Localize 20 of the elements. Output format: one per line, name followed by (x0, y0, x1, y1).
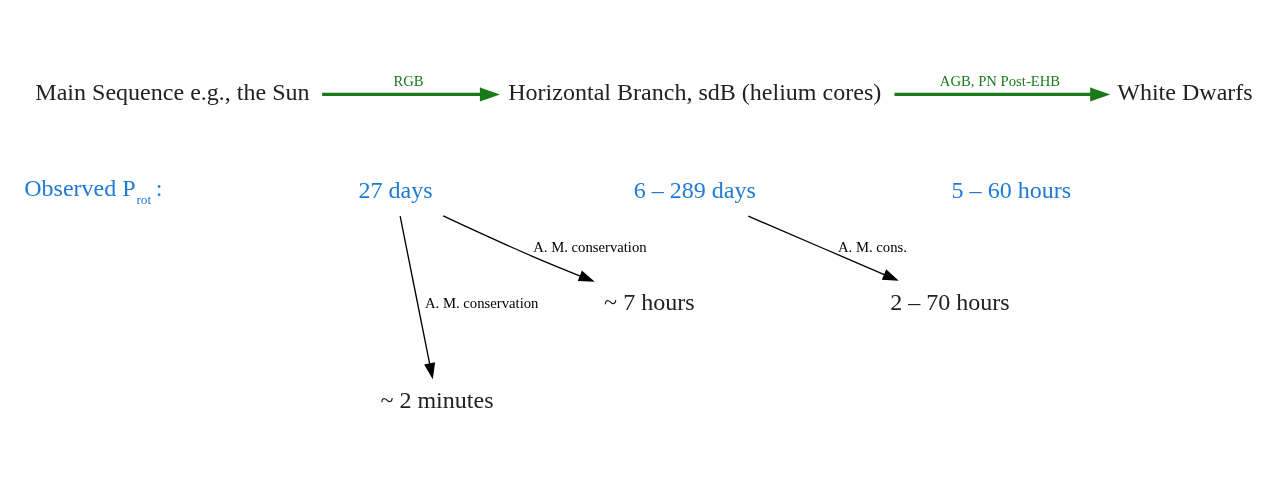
node-text: Horizontal Branch, sdB (helium cores) (508, 79, 882, 106)
arrow (442, 215, 595, 282)
label: Observed P$_{rot}$ : (24, 175, 163, 207)
arrow (322, 87, 500, 102)
arrow (399, 215, 436, 380)
edge-label: AGB, PN Post-EHB (939, 73, 1061, 90)
edge-label: A. M. conservation (533, 238, 647, 255)
node-text: Main Sequence e.g., the Sun (35, 79, 310, 106)
node-text: 2 – 70 hours (890, 288, 1010, 315)
arrow (894, 87, 1111, 102)
node-text: 5 – 60 hours (951, 176, 1072, 203)
node-text: 6 – 289 days (633, 176, 756, 203)
arrow (747, 215, 899, 281)
node-text: ~ 2 minutes (380, 386, 494, 413)
node-text: ~ 7 hours (604, 288, 695, 315)
node-text: 27 days (358, 176, 433, 203)
node-text: White Dwarfs (1117, 79, 1253, 106)
edge-label: A. M. conservation (425, 294, 539, 311)
edge-label: A. M. cons. (837, 238, 907, 255)
edge-label: RGB (393, 73, 424, 90)
